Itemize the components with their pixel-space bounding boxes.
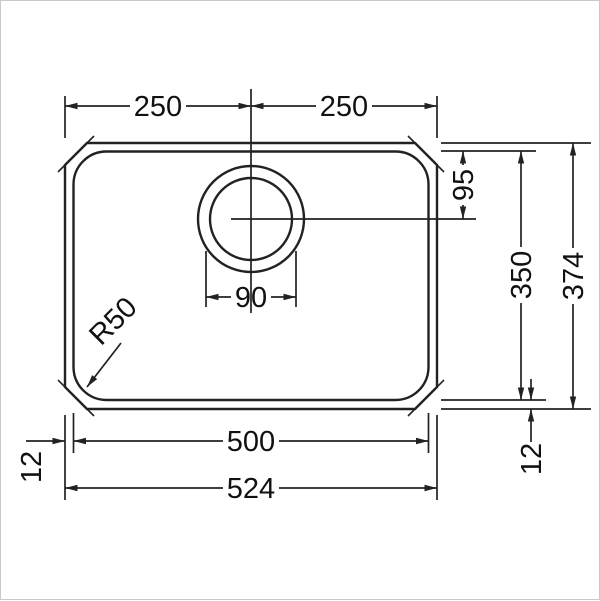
radius-leader-arrow	[86, 342, 122, 388]
label-12-right: 12	[516, 443, 548, 475]
label-r50: R50	[83, 291, 143, 351]
label-350: 350	[506, 251, 538, 299]
label-250-right: 250	[320, 91, 368, 123]
dimension-lines	[26, 102, 577, 492]
label-12-left: 12	[16, 451, 48, 483]
label-524: 524	[227, 473, 275, 505]
dimension-labels: 250 250 90 500 524 95 350 374 12 12 R50	[16, 91, 590, 505]
label-95: 95	[448, 169, 480, 201]
centerlines	[231, 89, 476, 313]
label-374: 374	[558, 252, 590, 300]
chamfer-tick-top-left	[57, 135, 95, 173]
chamfer-tick-bottom-left	[57, 379, 95, 417]
label-500: 500	[227, 426, 275, 458]
chamfer-tick-bottom-right	[407, 379, 445, 417]
chamfer-tick-top-right	[407, 135, 445, 173]
label-90: 90	[235, 282, 267, 314]
label-250-left: 250	[134, 91, 182, 123]
